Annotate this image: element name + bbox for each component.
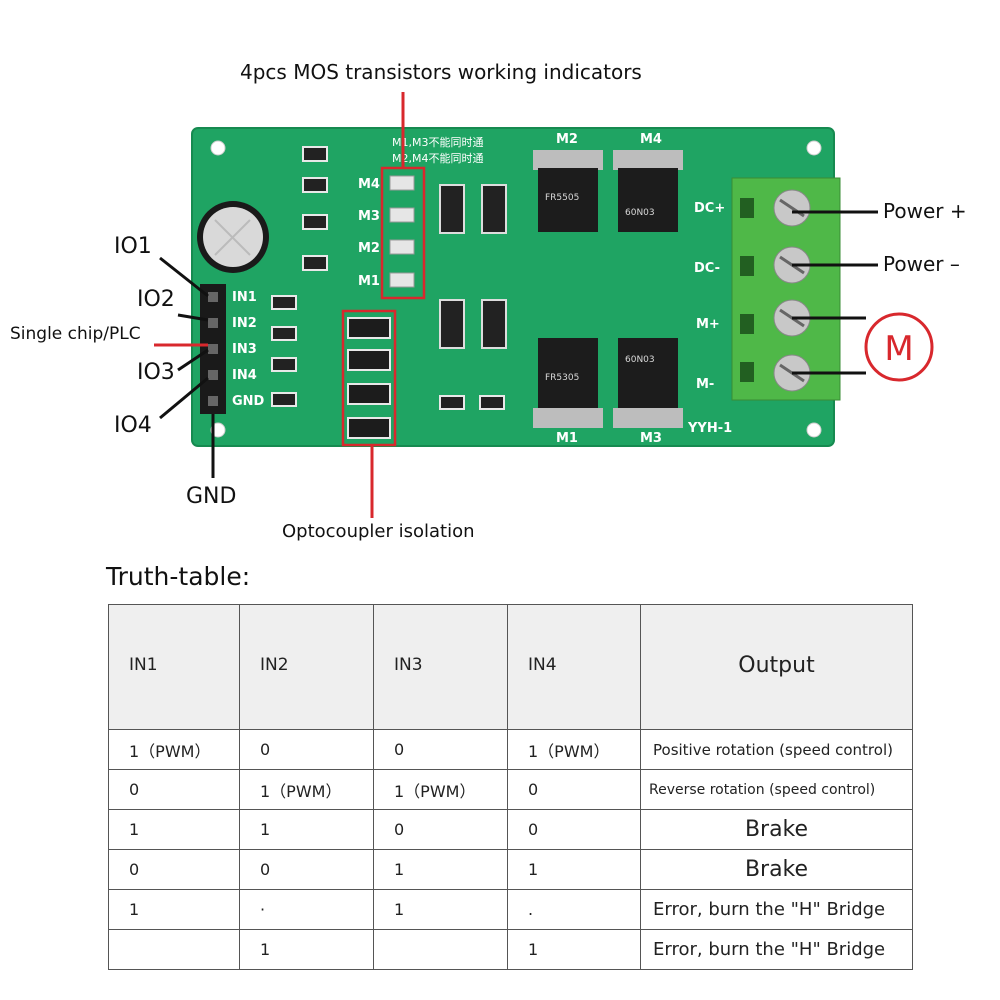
optocoupler-highlight-box <box>341 309 397 447</box>
header-cell: IN4 <box>507 604 641 730</box>
silk-mos-label: M2 <box>556 132 578 147</box>
table-cell: 1 <box>108 809 240 850</box>
table-cell: 1（PWM） <box>108 729 240 770</box>
table-cell: Error, burn the "H" Bridge <box>640 889 913 930</box>
chip-code: FR5505 <box>545 193 579 203</box>
silk-pin-label: GND <box>232 394 265 409</box>
mosfets <box>533 150 683 428</box>
gnd-callout: GND <box>186 484 237 509</box>
mount-hole <box>806 140 822 156</box>
table-cell: 1 <box>507 849 641 890</box>
table-cell: 1 <box>239 809 374 850</box>
table-cell: Reverse rotation (speed control) <box>640 769 913 810</box>
silk-warning: M1,M3不能同时通 <box>392 135 483 149</box>
table-row: 1 · 1 . Error, burn the "H" Bridge <box>108 889 913 930</box>
table-cell: 0 <box>373 729 508 770</box>
table-cell <box>373 929 508 970</box>
table-cell: 1（PWM） <box>239 769 374 810</box>
silk-terminal-label: M+ <box>696 317 720 332</box>
table-row: 1 1 0 0 Brake <box>108 809 913 850</box>
header-cell: IN2 <box>239 604 374 730</box>
table-cell: 0 <box>239 849 374 890</box>
io1-callout: IO1 <box>114 234 152 259</box>
table-cell: 0 <box>507 769 641 810</box>
truth-table: IN1 IN2 IN3 IN4 Output 1（PWM） 0 0 1（PWM）… <box>108 604 913 970</box>
table-cell: 0 <box>373 809 508 850</box>
table-cell: 0 <box>507 809 641 850</box>
mcu-callout: Single chip/PLC <box>10 324 141 344</box>
header-pins <box>200 284 226 414</box>
silk-led-label: M3 <box>358 209 380 224</box>
optocoupler-callout: Optocoupler isolation <box>282 521 475 542</box>
power-minus-callout: Power – <box>883 252 960 276</box>
smd-diodes <box>439 184 507 349</box>
smd-resistors-top <box>302 146 328 271</box>
io3-callout: IO3 <box>137 360 175 385</box>
table-cell: 1 <box>239 929 374 970</box>
silk-pin-label: IN2 <box>232 316 257 331</box>
silk-pin-label: IN1 <box>232 290 257 305</box>
table-cell: 1 <box>373 889 508 930</box>
header-cell: Output <box>640 604 913 730</box>
silk-mos-label: M4 <box>640 132 662 147</box>
table-cell: 0 <box>108 849 240 890</box>
mount-hole <box>210 140 226 156</box>
silk-mos-label: M1 <box>556 431 578 446</box>
silk-led-label: M2 <box>358 241 380 256</box>
table-cell: · <box>239 889 374 930</box>
led-indicators <box>389 175 415 288</box>
table-cell <box>108 929 240 970</box>
header-cell: IN1 <box>108 604 240 730</box>
header-cell: IN3 <box>373 604 508 730</box>
table-cell: 1 <box>108 889 240 930</box>
optocouplers <box>347 317 391 439</box>
motor-label: M <box>884 329 913 369</box>
io2-callout: IO2 <box>137 287 175 312</box>
table-cell: 1 <box>507 929 641 970</box>
silk-led-label: M4 <box>358 177 380 192</box>
chip-code: 60N03 <box>625 355 655 365</box>
silk-terminal-label: DC- <box>694 261 720 276</box>
motor-icon <box>864 312 934 382</box>
silk-model-label: YYH-1 <box>687 421 732 436</box>
table-row: 0 1（PWM） 1（PWM） 0 Reverse rotation (spee… <box>108 769 913 810</box>
table-cell: Error, burn the "H" Bridge <box>640 929 913 970</box>
silk-warning: M2,M4不能同时通 <box>392 151 483 165</box>
table-cell: Positive rotation (speed control) <box>640 729 913 770</box>
table-cell: 1（PWM） <box>507 729 641 770</box>
driver-board-illustration: FR5505 60N03 FR5305 60N03 IN1 IN2 IN3 IN… <box>154 92 934 518</box>
io4-callout: IO4 <box>114 413 152 438</box>
table-cell: Brake <box>640 849 913 890</box>
indicators-callout: 4pcs MOS transistors working indicators <box>240 60 642 84</box>
silk-led-label: M1 <box>358 274 380 289</box>
truth-table-header: IN1 IN2 IN3 IN4 Output <box>108 604 913 730</box>
truth-table-title: Truth-table: <box>106 562 251 591</box>
table-cell: Brake <box>640 809 913 850</box>
table-row: 1（PWM） 0 0 1（PWM） Positive rotation (spe… <box>108 729 913 770</box>
table-cell: 0 <box>239 729 374 770</box>
table-cell: 1 <box>373 849 508 890</box>
table-row: 0 0 1 1 Brake <box>108 849 913 890</box>
chip-code: FR5305 <box>545 373 579 383</box>
chip-code: 60N03 <box>625 208 655 218</box>
power-plus-callout: Power + <box>883 199 967 223</box>
table-row: 1 1 Error, burn the "H" Bridge <box>108 929 913 970</box>
silk-terminal-label: DC+ <box>694 201 725 216</box>
table-cell: 1（PWM） <box>373 769 508 810</box>
table-cell: 0 <box>108 769 240 810</box>
red-callout-lines <box>154 92 405 518</box>
smd-resistors-input <box>271 295 505 410</box>
silk-pin-label: IN4 <box>232 368 257 383</box>
silk-mos-label: M3 <box>640 431 662 446</box>
table-cell: . <box>507 889 641 930</box>
silk-pin-label: IN3 <box>232 342 257 357</box>
mount-hole <box>806 422 822 438</box>
silk-terminal-label: M- <box>696 377 714 392</box>
callout-lines <box>159 210 878 478</box>
